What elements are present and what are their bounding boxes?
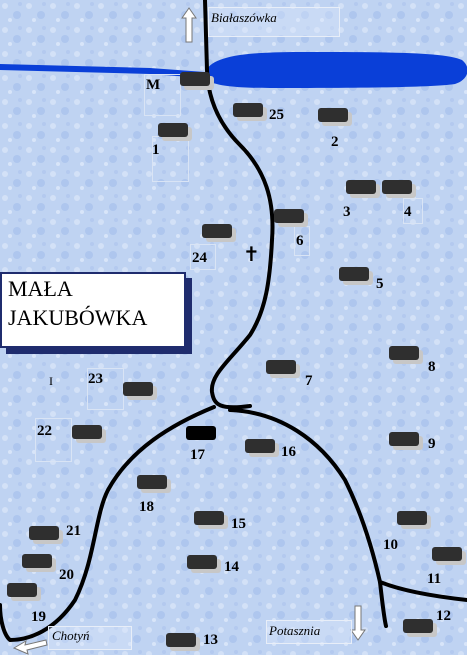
place-southeast: Potasznia	[269, 623, 321, 638]
house-14[interactable]	[187, 555, 217, 569]
house-24[interactable]	[202, 224, 232, 238]
label-13: 13	[203, 632, 218, 648]
label-18: 18	[139, 499, 154, 515]
house-box-6	[294, 226, 310, 256]
road-southeast	[378, 580, 467, 602]
label-12: 12	[436, 608, 451, 624]
label-10: 10	[383, 537, 398, 553]
label-9: 9	[428, 436, 436, 452]
house-20[interactable]	[22, 554, 52, 568]
house-21[interactable]	[29, 526, 59, 540]
lake	[0, 52, 467, 88]
village-title-line2: JAKUBÓWKA	[8, 305, 148, 330]
house-2[interactable]	[318, 108, 348, 122]
label-17: 17	[190, 447, 205, 463]
house-18[interactable]	[137, 475, 167, 489]
house-5[interactable]	[339, 267, 369, 281]
label-6: 6	[296, 233, 304, 249]
label-3: 3	[343, 204, 351, 220]
house-19[interactable]	[7, 583, 37, 597]
label-2: 2	[331, 134, 339, 150]
house-10[interactable]	[397, 511, 427, 525]
label-7: 7	[305, 373, 313, 389]
house-12[interactable]	[403, 619, 433, 633]
house-16[interactable]	[245, 439, 275, 453]
arrow-southwest-icon	[12, 639, 48, 655]
house-box-22	[35, 418, 72, 462]
house-8[interactable]	[389, 346, 419, 360]
place-box-north	[208, 7, 340, 37]
house-15[interactable]	[194, 511, 224, 525]
arrow-north-icon	[181, 7, 197, 43]
house-m[interactable]	[180, 72, 210, 86]
house-9[interactable]	[389, 432, 419, 446]
place-southwest: Chotyń	[52, 628, 90, 643]
road-east	[228, 408, 388, 628]
label-8: 8	[428, 359, 436, 375]
village-title-box: MAŁA JAKUBÓWKA	[0, 272, 186, 348]
house-1[interactable]	[158, 123, 188, 137]
house-25[interactable]	[233, 103, 263, 117]
label-4: 4	[404, 204, 412, 220]
label-14: 14	[224, 559, 239, 575]
label-23: 23	[88, 371, 103, 387]
label-m: M	[146, 77, 161, 93]
house-17[interactable]	[186, 426, 216, 440]
label-22: 22	[37, 423, 52, 439]
house-7[interactable]	[266, 360, 296, 374]
label-16: 16	[281, 444, 296, 460]
house-11[interactable]	[432, 547, 462, 561]
village-title-line1: MAŁA	[8, 276, 73, 301]
main-road	[203, 0, 275, 410]
label-1: 1	[152, 142, 160, 158]
church-icon: ✝	[243, 244, 260, 266]
place-north: Białaszówka	[211, 10, 277, 25]
label-25: 25	[269, 107, 284, 123]
house-box-24	[190, 244, 216, 270]
house-4[interactable]	[382, 180, 412, 194]
label-24: 24	[192, 250, 207, 266]
label-11: 11	[427, 571, 442, 587]
house-box-m	[144, 74, 181, 116]
label-21: 21	[66, 523, 81, 539]
house-3[interactable]	[346, 180, 376, 194]
label-5: 5	[376, 276, 384, 292]
label-19: 19	[31, 609, 46, 625]
house-23[interactable]	[123, 382, 153, 396]
place-box-southeast	[266, 620, 352, 644]
house-13[interactable]	[166, 633, 196, 647]
house-box-4	[403, 198, 423, 224]
house-22[interactable]	[72, 425, 102, 439]
road-southwest	[0, 405, 216, 642]
label-15: 15	[231, 516, 246, 532]
house-6[interactable]	[274, 209, 304, 223]
place-box-southwest	[48, 626, 132, 650]
cemetery-marker: I	[49, 374, 53, 388]
label-20: 20	[59, 567, 74, 583]
